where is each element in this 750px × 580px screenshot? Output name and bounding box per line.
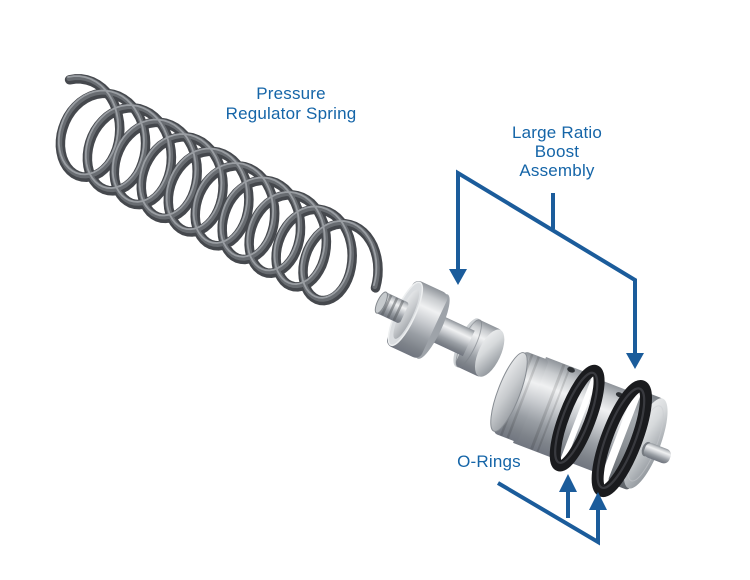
sleeve-body-front: [513, 356, 593, 461]
boost-assembly-leader-line: [456, 169, 637, 355]
label-line: Regulator Spring: [225, 104, 357, 123]
up-arrow-to-o-ring-2: [589, 492, 607, 510]
sleeve-pin: [643, 443, 671, 464]
down-arrow-to-sleeve: [626, 353, 644, 369]
valve-stem-face: [374, 291, 388, 314]
label-line: Boost: [534, 142, 580, 161]
sleeve-groove: [530, 363, 566, 450]
pressure-regulator-spring-label: Pressure Regulator Spring: [176, 84, 406, 124]
label-line: Large Ratio: [511, 123, 603, 142]
o-ring-1-highlight: [554, 371, 599, 464]
sleeve-groove: [536, 366, 572, 453]
o-rings-leader-line: [496, 481, 600, 546]
down-arrow-to-valve: [449, 269, 467, 285]
spring-wire-highlight: [57, 75, 378, 299]
valve-stem-rib: [380, 294, 393, 316]
large-ratio-boost-assembly-label: Large Ratio Boost Assembly: [477, 123, 637, 180]
pressure-regulator-spring: [55, 74, 383, 306]
label-line: Pressure: [256, 84, 326, 103]
valve-stem-rib: [392, 300, 405, 322]
label-line: Assembly: [519, 161, 595, 180]
sleeve-collar-rib: [506, 356, 540, 439]
boost-sleeve: [490, 352, 671, 498]
boost-valve: [374, 280, 505, 377]
valve-head-dome: [474, 329, 505, 377]
valve-flange-face-ring: [393, 289, 420, 339]
sleeve-front-face: [490, 352, 528, 432]
label-line: O-Rings: [457, 452, 521, 471]
o-ring-2-highlight: [596, 387, 646, 490]
up-arrow-to-o-ring-1: [559, 474, 577, 492]
boost-assembly-leader: [449, 169, 644, 369]
sleeve-hole: [567, 366, 575, 373]
valve-stem-rib: [386, 297, 399, 319]
o-rings-leader: [496, 474, 607, 546]
o-rings-label: O-Rings: [429, 452, 549, 472]
